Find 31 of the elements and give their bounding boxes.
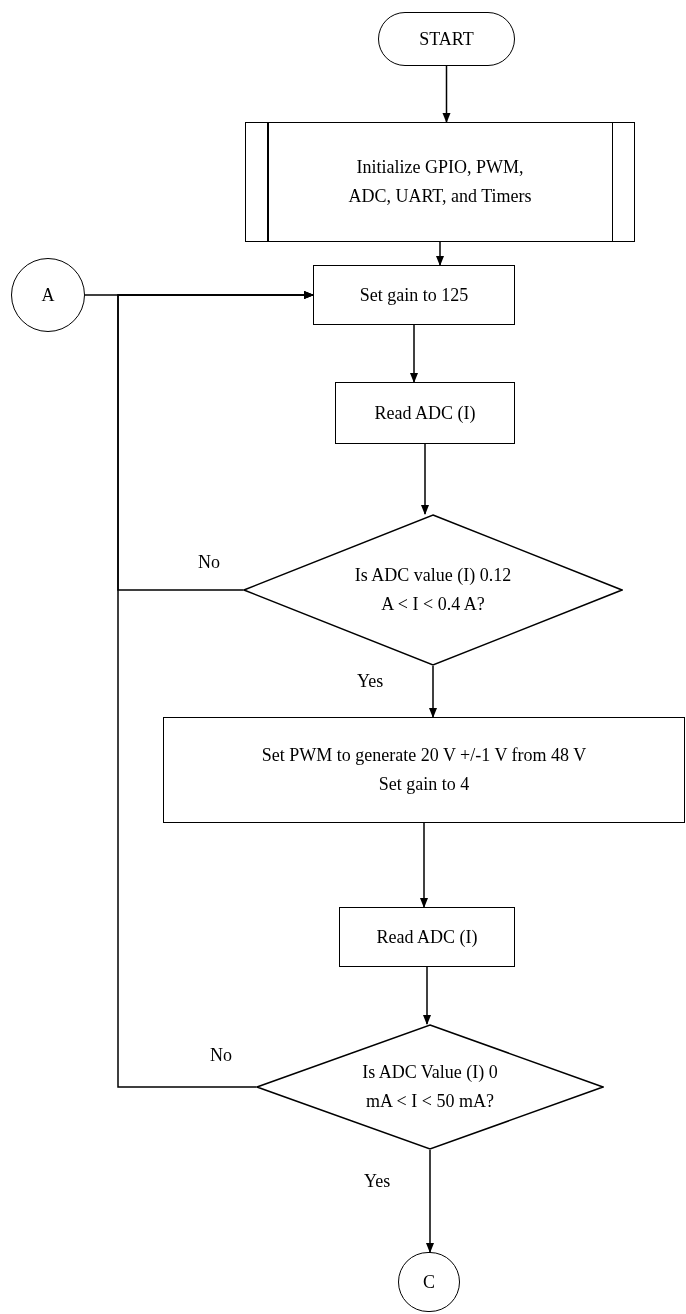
decision-diamond [256, 1024, 604, 1150]
node-text: Initialize GPIO, PWM, ADC, UART, and Timers [347, 156, 533, 208]
node-text: Is ADC Value (I) 0 mA < I < 50 mA? [361, 1061, 499, 1113]
process-box [335, 382, 515, 444]
arrow [420, 822, 428, 908]
edge-label: Yes [362, 1172, 393, 1190]
arrow [410, 324, 418, 383]
node-text: START [419, 27, 474, 51]
arrow [421, 443, 429, 515]
process-box [339, 907, 515, 967]
node-text: C [423, 1270, 435, 1294]
arrow [442, 65, 451, 123]
arrow [436, 241, 444, 266]
arrow [423, 966, 431, 1025]
arrow [429, 665, 437, 718]
node-text: Set gain to 4 [378, 773, 470, 796]
node-text: Set gain to 125 [359, 283, 469, 307]
edge-label: Yes [355, 672, 386, 690]
process-box [313, 265, 515, 325]
decision-diamond [243, 514, 623, 666]
node-text: Set PWM to generate 20 V +/-1 V from 48 V [261, 744, 587, 768]
predefined-process-box [245, 122, 635, 242]
edge-label: No [208, 1046, 234, 1064]
arrow [117, 291, 314, 1088]
process-box [163, 717, 685, 823]
node-text: A [41, 283, 55, 307]
node-text: Read ADC (I) [376, 925, 478, 949]
edge-label: No [196, 553, 222, 571]
arrow [426, 1149, 434, 1253]
node-text: Is ADC value (I) 0.12 A < I < 0.4 A? [353, 564, 513, 616]
node-text: Read ADC (I) [374, 401, 476, 425]
